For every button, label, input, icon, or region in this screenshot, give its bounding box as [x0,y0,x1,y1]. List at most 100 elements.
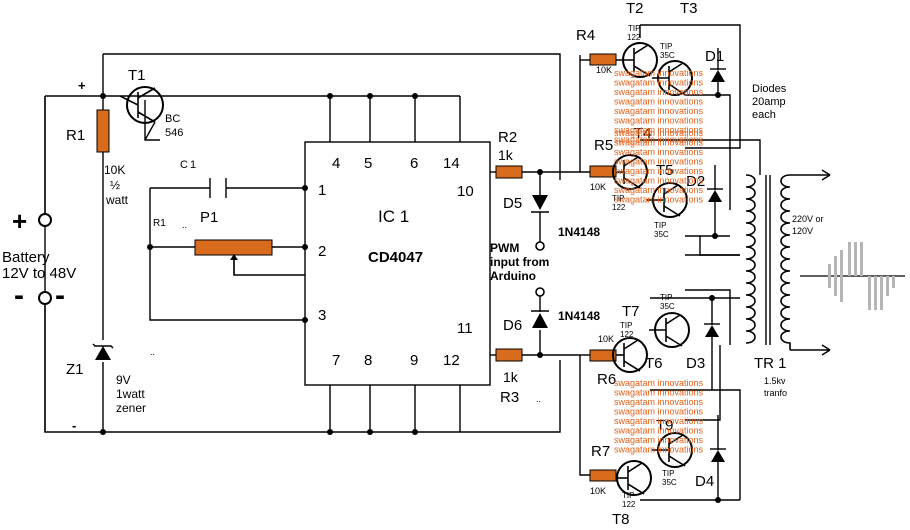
watermark-line: swagatam innovations [614,176,704,186]
svg-text:220V or: 220V or [792,214,824,224]
watermark-line: swagatam innovations [614,166,704,176]
svg-text:9: 9 [410,352,418,369]
transistor-t5: T5 TIP 35C [647,162,688,239]
svg-text:D2: D2 [686,173,705,190]
svg-text:10K: 10K [598,334,614,344]
svg-text:D4: D4 [695,473,714,490]
capacitor-c1: C1 [180,159,227,198]
svg-text:10K: 10K [590,182,606,192]
resistor-r2: R2 1k [495,129,523,179]
watermark-line: swagatam innovations [614,128,704,138]
svg-text:R5: R5 [594,137,613,154]
svg-text:1N4148: 1N4148 [558,309,600,323]
svg-text:R1: R1 [66,127,85,144]
svg-text:watt: watt [105,193,129,207]
svg-text:4: 4 [332,155,340,172]
svg-text:R1: R1 [153,218,166,229]
svg-text:11: 11 [457,320,473,337]
svg-text:10K: 10K [596,65,612,75]
svg-text:6: 6 [410,155,418,172]
diode-d1: D1 [705,48,726,82]
svg-text:T9: T9 [656,417,674,434]
svg-text:12: 12 [443,352,460,369]
transformer-tr1: TR 1 1.5kv tranfo 220V or 120V [745,174,824,398]
watermark-line: swagatam innovations [614,68,704,78]
svg-text:3: 3 [318,307,326,324]
svg-text:7: 7 [332,352,340,369]
rail-minus-sign: - [72,418,76,433]
transistor-t1: T1 BC 546 [119,67,183,141]
svg-text:122: 122 [612,203,626,212]
svg-text:½: ½ [110,178,120,192]
svg-text:tranfo: tranfo [764,388,787,398]
svg-text:R7: R7 [591,443,610,460]
transistor-t4: T4 TIP 122 [612,125,652,212]
watermark-line: swagatam innovations [614,397,704,407]
transistor-t3: T3 TIP 35C [652,0,698,96]
svg-text:1k: 1k [498,147,514,163]
svg-text:D6: D6 [503,317,522,334]
svg-text:TIP: TIP [612,194,624,203]
watermark-line: swagatam innovations [614,135,704,145]
watermark-line: swagatam innovations [614,195,704,205]
svg-text:D3: D3 [686,355,705,372]
watermark-line: swagatam innovations [614,445,704,455]
svg-text:10: 10 [457,183,474,200]
watermark-line: swagatam innovations [614,435,704,445]
ic-cd4047: IC 1 CD4047 4 5 6 14 1 2 3 10 11 7 8 9 1… [304,141,491,386]
svg-text:T2: T2 [626,0,644,17]
rail-plus-sign: + [78,78,86,93]
diodes-note: Diodes 20amp each [752,83,787,121]
watermark-line: swagatam innovations [614,138,704,148]
svg-text:20amp: 20amp [752,96,786,108]
svg-text:Z1: Z1 [66,361,84,378]
svg-text:122: 122 [620,330,634,339]
svg-text:..: .. [182,220,187,230]
svg-text:T8: T8 [612,511,630,528]
svg-text:T6: T6 [645,355,663,372]
svg-text:each: each [752,109,776,121]
watermark-line: swagatam innovations [614,416,704,426]
svg-text:R3: R3 [500,389,519,406]
svg-text:122: 122 [622,500,636,509]
svg-text:35C: 35C [660,302,675,311]
svg-text:120V: 120V [792,226,813,236]
watermark-line: swagatam innovations [614,78,704,88]
diode-d5: D5 1N4148 [503,195,600,239]
svg-text:T7: T7 [622,303,640,320]
svg-text:R2: R2 [498,129,517,146]
watermark-line: swagatam innovations [614,426,704,436]
svg-text:C1: C1 [180,159,198,171]
svg-text:9V: 9V [116,373,131,387]
pwm-input: PWM input from Arduino [490,241,549,297]
svg-text:1k: 1k [503,369,519,385]
diode-d4: D4 [695,448,726,490]
diode-d6: D6 1N4148 [503,309,600,334]
svg-text:..: .. [536,394,541,404]
svg-text:T4: T4 [634,125,652,142]
svg-text:D1: D1 [705,48,724,65]
svg-text:1.5kv: 1.5kv [764,376,786,386]
svg-text:TIP: TIP [622,491,634,500]
svg-text:R4: R4 [576,27,595,44]
watermark-line: swagatam innovations [614,157,704,167]
transistor-t2: T2 TIP 122 [616,0,658,78]
svg-text:D5: D5 [503,195,522,212]
wires [44,24,831,501]
svg-text:10K: 10K [590,486,606,496]
resistor-r5: R5 10K [589,137,617,192]
battery-label: Battery [2,249,50,266]
svg-text:TIP: TIP [660,42,672,51]
svg-text:TIP: TIP [662,469,674,478]
battery-voltage: 12V to 48V [2,265,76,282]
svg-text:122: 122 [627,33,641,42]
transistor-t7: T7 TIP 35C [622,293,690,348]
svg-text:input from: input from [490,255,549,269]
watermark-line: swagatam innovations [614,388,704,398]
stray-dots: .. [150,347,155,357]
svg-text:TR 1: TR 1 [754,355,787,372]
svg-text:2: 2 [318,243,326,260]
svg-text:8: 8 [364,352,372,369]
transistor-t6: T6 TIP 122 [612,321,663,373]
svg-text:Arduino: Arduino [490,269,536,283]
